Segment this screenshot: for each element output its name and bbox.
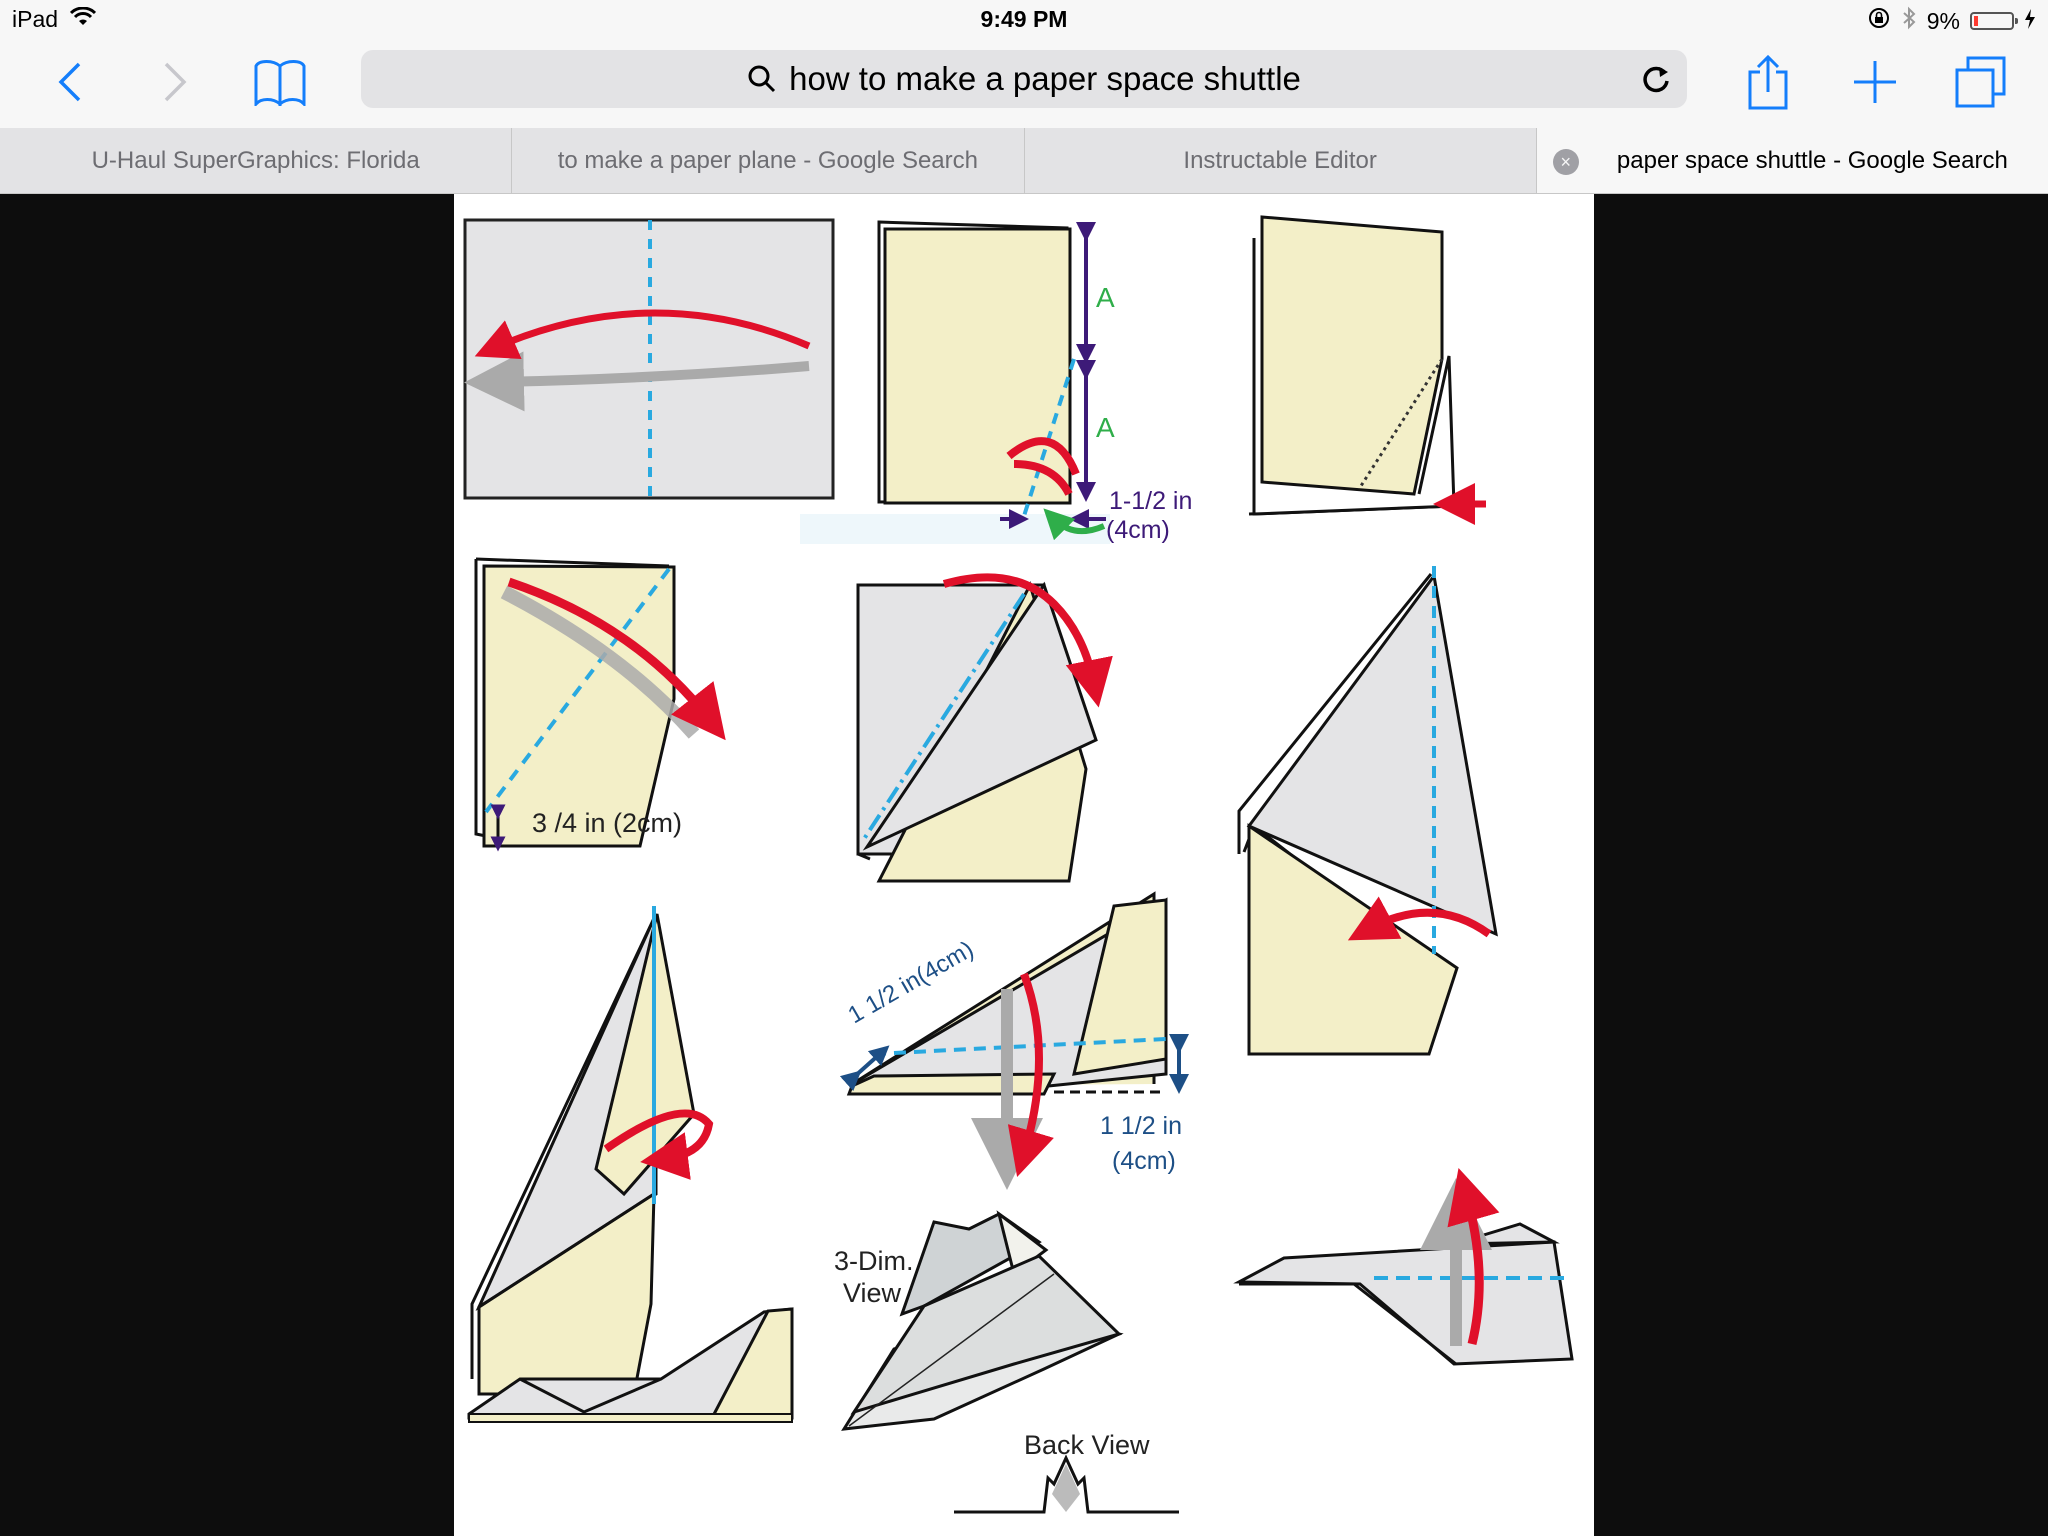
paper-plane-folding-diagram: A A 1-1/2 in (4cm) xyxy=(463,215,1574,1514)
step-4: 3 /4 in (2cm) xyxy=(474,557,726,852)
charging-bolt-icon xyxy=(2024,8,2036,35)
tab-paper-space-shuttle-search[interactable]: × paper space shuttle - Google Search xyxy=(1536,128,2048,193)
step8-diagonal-dimension: 1 1/2 in(4cm) xyxy=(844,936,979,1029)
chevron-right-icon xyxy=(164,62,187,102)
tab-label: U-Haul SuperGraphics: Florida xyxy=(91,146,420,174)
share-button[interactable] xyxy=(1738,52,1798,112)
magnifier-icon xyxy=(748,65,776,93)
tab-instructable-editor[interactable]: Instructable Editor xyxy=(1025,128,1537,193)
tabs-overview-button[interactable] xyxy=(1950,52,2010,112)
reload-button[interactable] xyxy=(1639,62,1673,96)
tab-label: to make a paper plane - Google Search xyxy=(557,146,978,174)
forward-button[interactable] xyxy=(145,52,205,112)
step8-dimension-inches: 1 1/2 in xyxy=(1100,1112,1182,1140)
step-6 xyxy=(1237,566,1498,1056)
tab-uhaul[interactable]: U-Haul SuperGraphics: Florida xyxy=(0,128,513,193)
tab-label: paper space shuttle - Google Search xyxy=(1616,146,2008,174)
back-button[interactable] xyxy=(40,52,100,112)
share-icon xyxy=(1748,54,1788,110)
close-tab-icon[interactable]: × xyxy=(1552,149,1579,175)
step-2: A A 1-1/2 in (4cm) xyxy=(800,220,1192,544)
clock: 9:49 PM xyxy=(980,6,1068,32)
step-10 xyxy=(467,1307,794,1423)
step-3 xyxy=(1248,215,1486,525)
web-content: A A 1-1/2 in (4cm) xyxy=(0,194,2048,1536)
step2-dimension-inches: 1-1/2 in xyxy=(1109,487,1192,515)
step-8: 1 1/2 in(4cm) 1 1/2 in (4cm) xyxy=(839,891,1189,1190)
tab-paper-plane-search[interactable]: to make a paper plane - Google Search xyxy=(512,128,1025,193)
reload-icon xyxy=(1643,66,1669,93)
three-dim-view-label-line2: View xyxy=(843,1278,902,1308)
battery-icon xyxy=(1970,12,2018,30)
step8-dimension-cm: (4cm) xyxy=(1112,1147,1176,1175)
step-1 xyxy=(463,218,835,500)
three-dim-view-label-line1: 3-Dim. xyxy=(834,1246,914,1276)
address-bar[interactable]: how to make a paper space shuttle xyxy=(361,50,1687,108)
device-name: iPad xyxy=(12,6,59,32)
bluetooth-icon xyxy=(1901,6,1917,36)
chevron-left-icon xyxy=(58,62,81,102)
step2-dimension-cm: (4cm) xyxy=(1106,516,1170,544)
bookmarks-button[interactable] xyxy=(250,52,310,112)
tab-bar: U-Haul SuperGraphics: Florida to make a … xyxy=(0,128,2048,194)
browser-toolbar: how to make a paper space shuttle xyxy=(0,42,2048,128)
book-icon xyxy=(254,60,306,106)
tab-label: Instructable Editor xyxy=(1183,146,1377,174)
new-tab-button[interactable] xyxy=(1845,52,1905,112)
back-view-label: Back View xyxy=(1024,1430,1150,1460)
step-5 xyxy=(856,573,1113,883)
step-9 xyxy=(1233,1168,1574,1366)
dimension-label-a-bottom: A xyxy=(1096,412,1115,443)
wifi-icon xyxy=(69,6,97,33)
plus-icon xyxy=(1854,61,1896,103)
step-11: 3-Dim. View Back View xyxy=(834,1210,1179,1514)
instruction-image: A A 1-1/2 in (4cm) xyxy=(454,194,1594,1536)
battery-percent: 9% xyxy=(1926,7,1960,34)
dimension-label-a-top: A xyxy=(1096,282,1115,313)
tabs-overview-icon xyxy=(1955,56,2006,108)
status-bar: iPad 9:49 PM 9% xyxy=(0,0,2048,42)
orientation-lock-icon xyxy=(1867,6,1891,36)
step4-dimension: 3 /4 in (2cm) xyxy=(532,808,682,838)
search-query: how to make a paper space shuttle xyxy=(789,60,1301,97)
step-7 xyxy=(470,906,714,1396)
